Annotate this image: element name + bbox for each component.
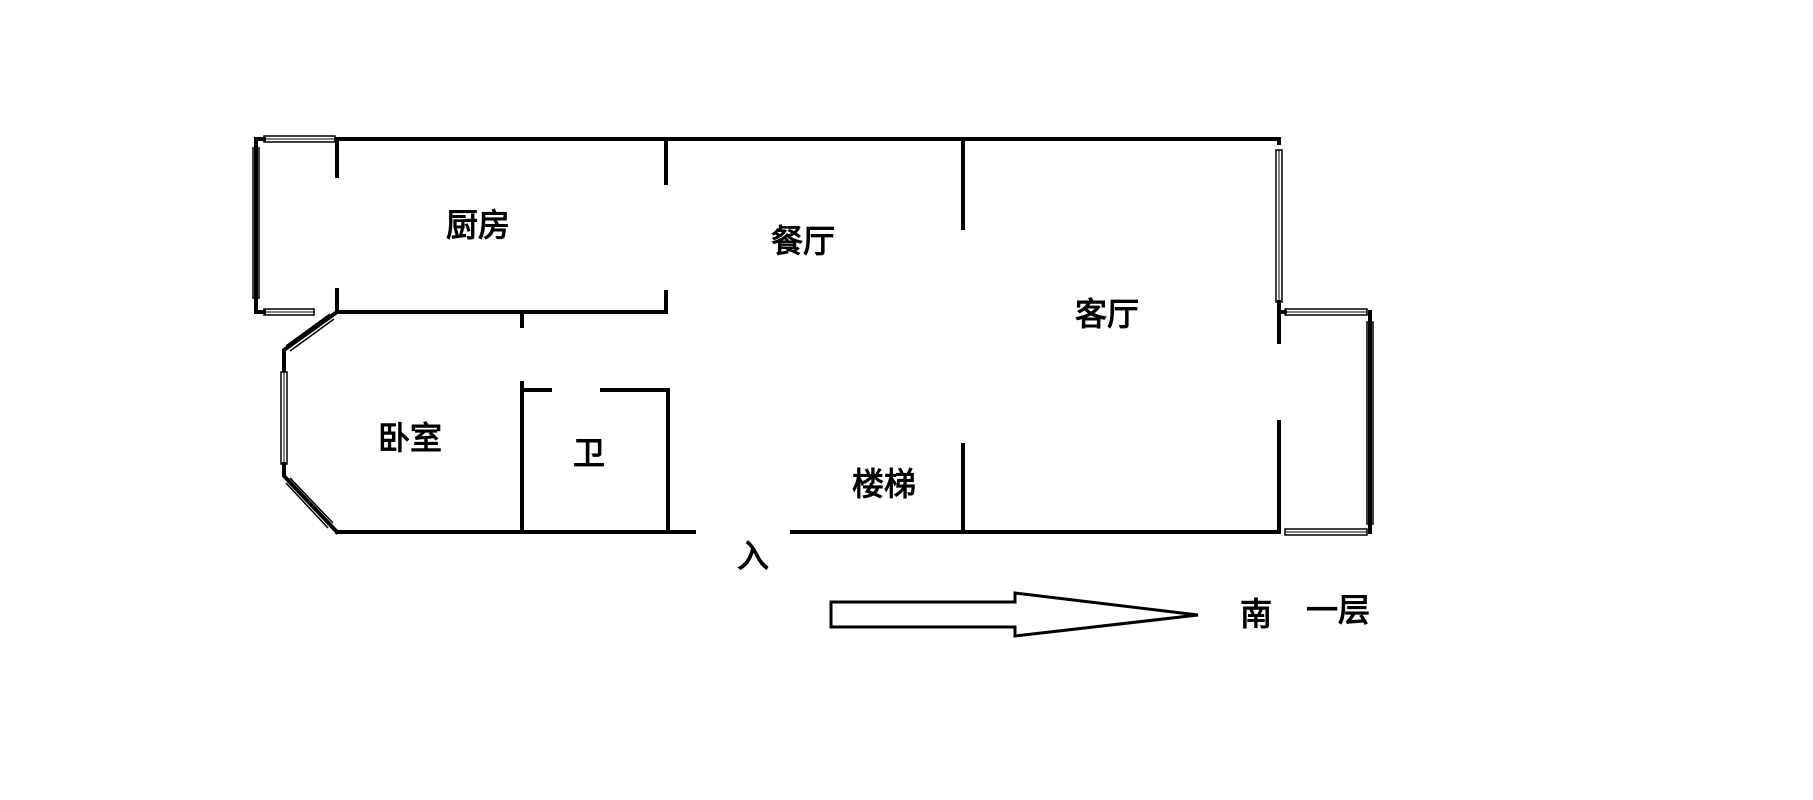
- bedroom-bay-lower-window-inner: [285, 482, 329, 529]
- room-label-bathroom: 卫: [573, 434, 606, 472]
- room-label-dining: 餐厅: [771, 222, 836, 260]
- bedroom-bay-frame: [282, 309, 340, 372]
- room-label-stairs: 楼梯: [852, 465, 917, 503]
- bedroom-bay-lower-frame: [282, 462, 340, 535]
- compass-south-label: 南: [1240, 595, 1273, 633]
- room-label-living: 客厅: [1075, 295, 1140, 333]
- bedroom-bay-lower-window: [289, 477, 334, 524]
- entrance-label: 入: [737, 537, 770, 575]
- room-label-bedroom: 卧室: [378, 419, 443, 457]
- bedroom-bay-upper-window-inner: [289, 318, 335, 352]
- room-label-kitchen: 厨房: [446, 206, 511, 244]
- floor-level-label: 一层: [1306, 591, 1371, 629]
- bedroom-bay-upper-window: [285, 313, 331, 347]
- south-direction-arrow: [829, 591, 1199, 638]
